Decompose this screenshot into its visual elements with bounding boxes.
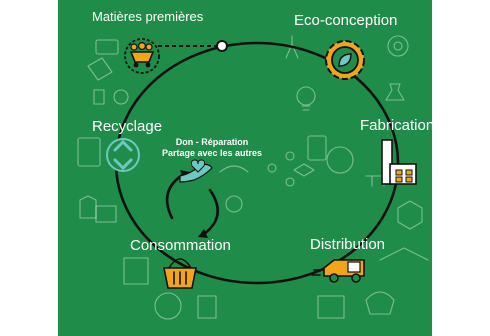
diagram-canvas: Matières premières Eco-conception Fabric…	[58, 0, 432, 336]
decor-building-icon	[123, 257, 149, 285]
decor-shop-icon	[317, 295, 345, 319]
decor-cog-icon	[326, 146, 354, 174]
decor-barn-icon	[379, 247, 429, 261]
decor-plant-icon	[285, 35, 299, 59]
stage-label-raw-materials: Matières premières	[92, 9, 204, 24]
decor-diamond-icon	[293, 163, 315, 177]
decor-block-icon	[95, 39, 119, 55]
decor-share-node-icon	[267, 163, 277, 173]
factory-icon	[381, 139, 417, 185]
decor-gear-icon	[387, 35, 409, 57]
decor-share-node2-icon	[285, 177, 295, 187]
mining-cart-icon	[124, 38, 160, 74]
stage-label-recycling: Recyclage	[92, 118, 163, 135]
loop-arrowhead-right	[198, 229, 208, 238]
shopping-basket-icon	[163, 258, 197, 289]
decor-bulb2-icon	[225, 195, 243, 213]
decor-bulb-icon	[296, 86, 316, 106]
cycle-diagram	[77, 35, 429, 320]
decor-share-node3-icon	[285, 151, 295, 161]
decor-flask-icon	[385, 83, 405, 101]
loop-label-line2: Partage avec les autres	[161, 148, 263, 158]
loop-label: Don - Réparation Partage avec les autres	[152, 137, 272, 159]
cycle-start-dot	[216, 40, 228, 52]
stage-label-distribution: Distribution	[310, 236, 386, 253]
decor-apple-icon	[113, 89, 129, 105]
decor-box-icon	[397, 200, 423, 230]
decor-bag-icon	[197, 295, 217, 319]
decor-fridge-icon	[77, 137, 101, 167]
hand-heart-icon	[179, 159, 213, 183]
decor-gear-core-icon	[393, 41, 403, 51]
delivery-truck-icon	[311, 259, 365, 283]
decor-clipboard-icon	[307, 135, 327, 161]
gear-leaf-icon	[325, 40, 365, 80]
stage-label-eco-design: Eco-conception	[294, 12, 398, 29]
decor-beam-icon	[87, 57, 113, 81]
loop-label-line1: Don - Réparation	[175, 137, 249, 147]
decor-bottle-icon	[93, 89, 105, 105]
recycle-icon	[106, 138, 140, 172]
decor-bulb-base-icon	[301, 105, 311, 111]
stage-label-manufacturing: Fabrication	[360, 117, 432, 134]
decor-heart-icon	[219, 165, 249, 173]
loop-arrow-right	[202, 188, 219, 236]
decor-basket-icon	[365, 291, 395, 315]
decorative-background-icons	[77, 35, 429, 320]
decor-person-icon	[154, 292, 182, 320]
decor-bottle2-icon	[79, 195, 97, 219]
stage-label-consumption: Consommation	[130, 237, 231, 254]
decor-screen-icon	[95, 205, 117, 223]
